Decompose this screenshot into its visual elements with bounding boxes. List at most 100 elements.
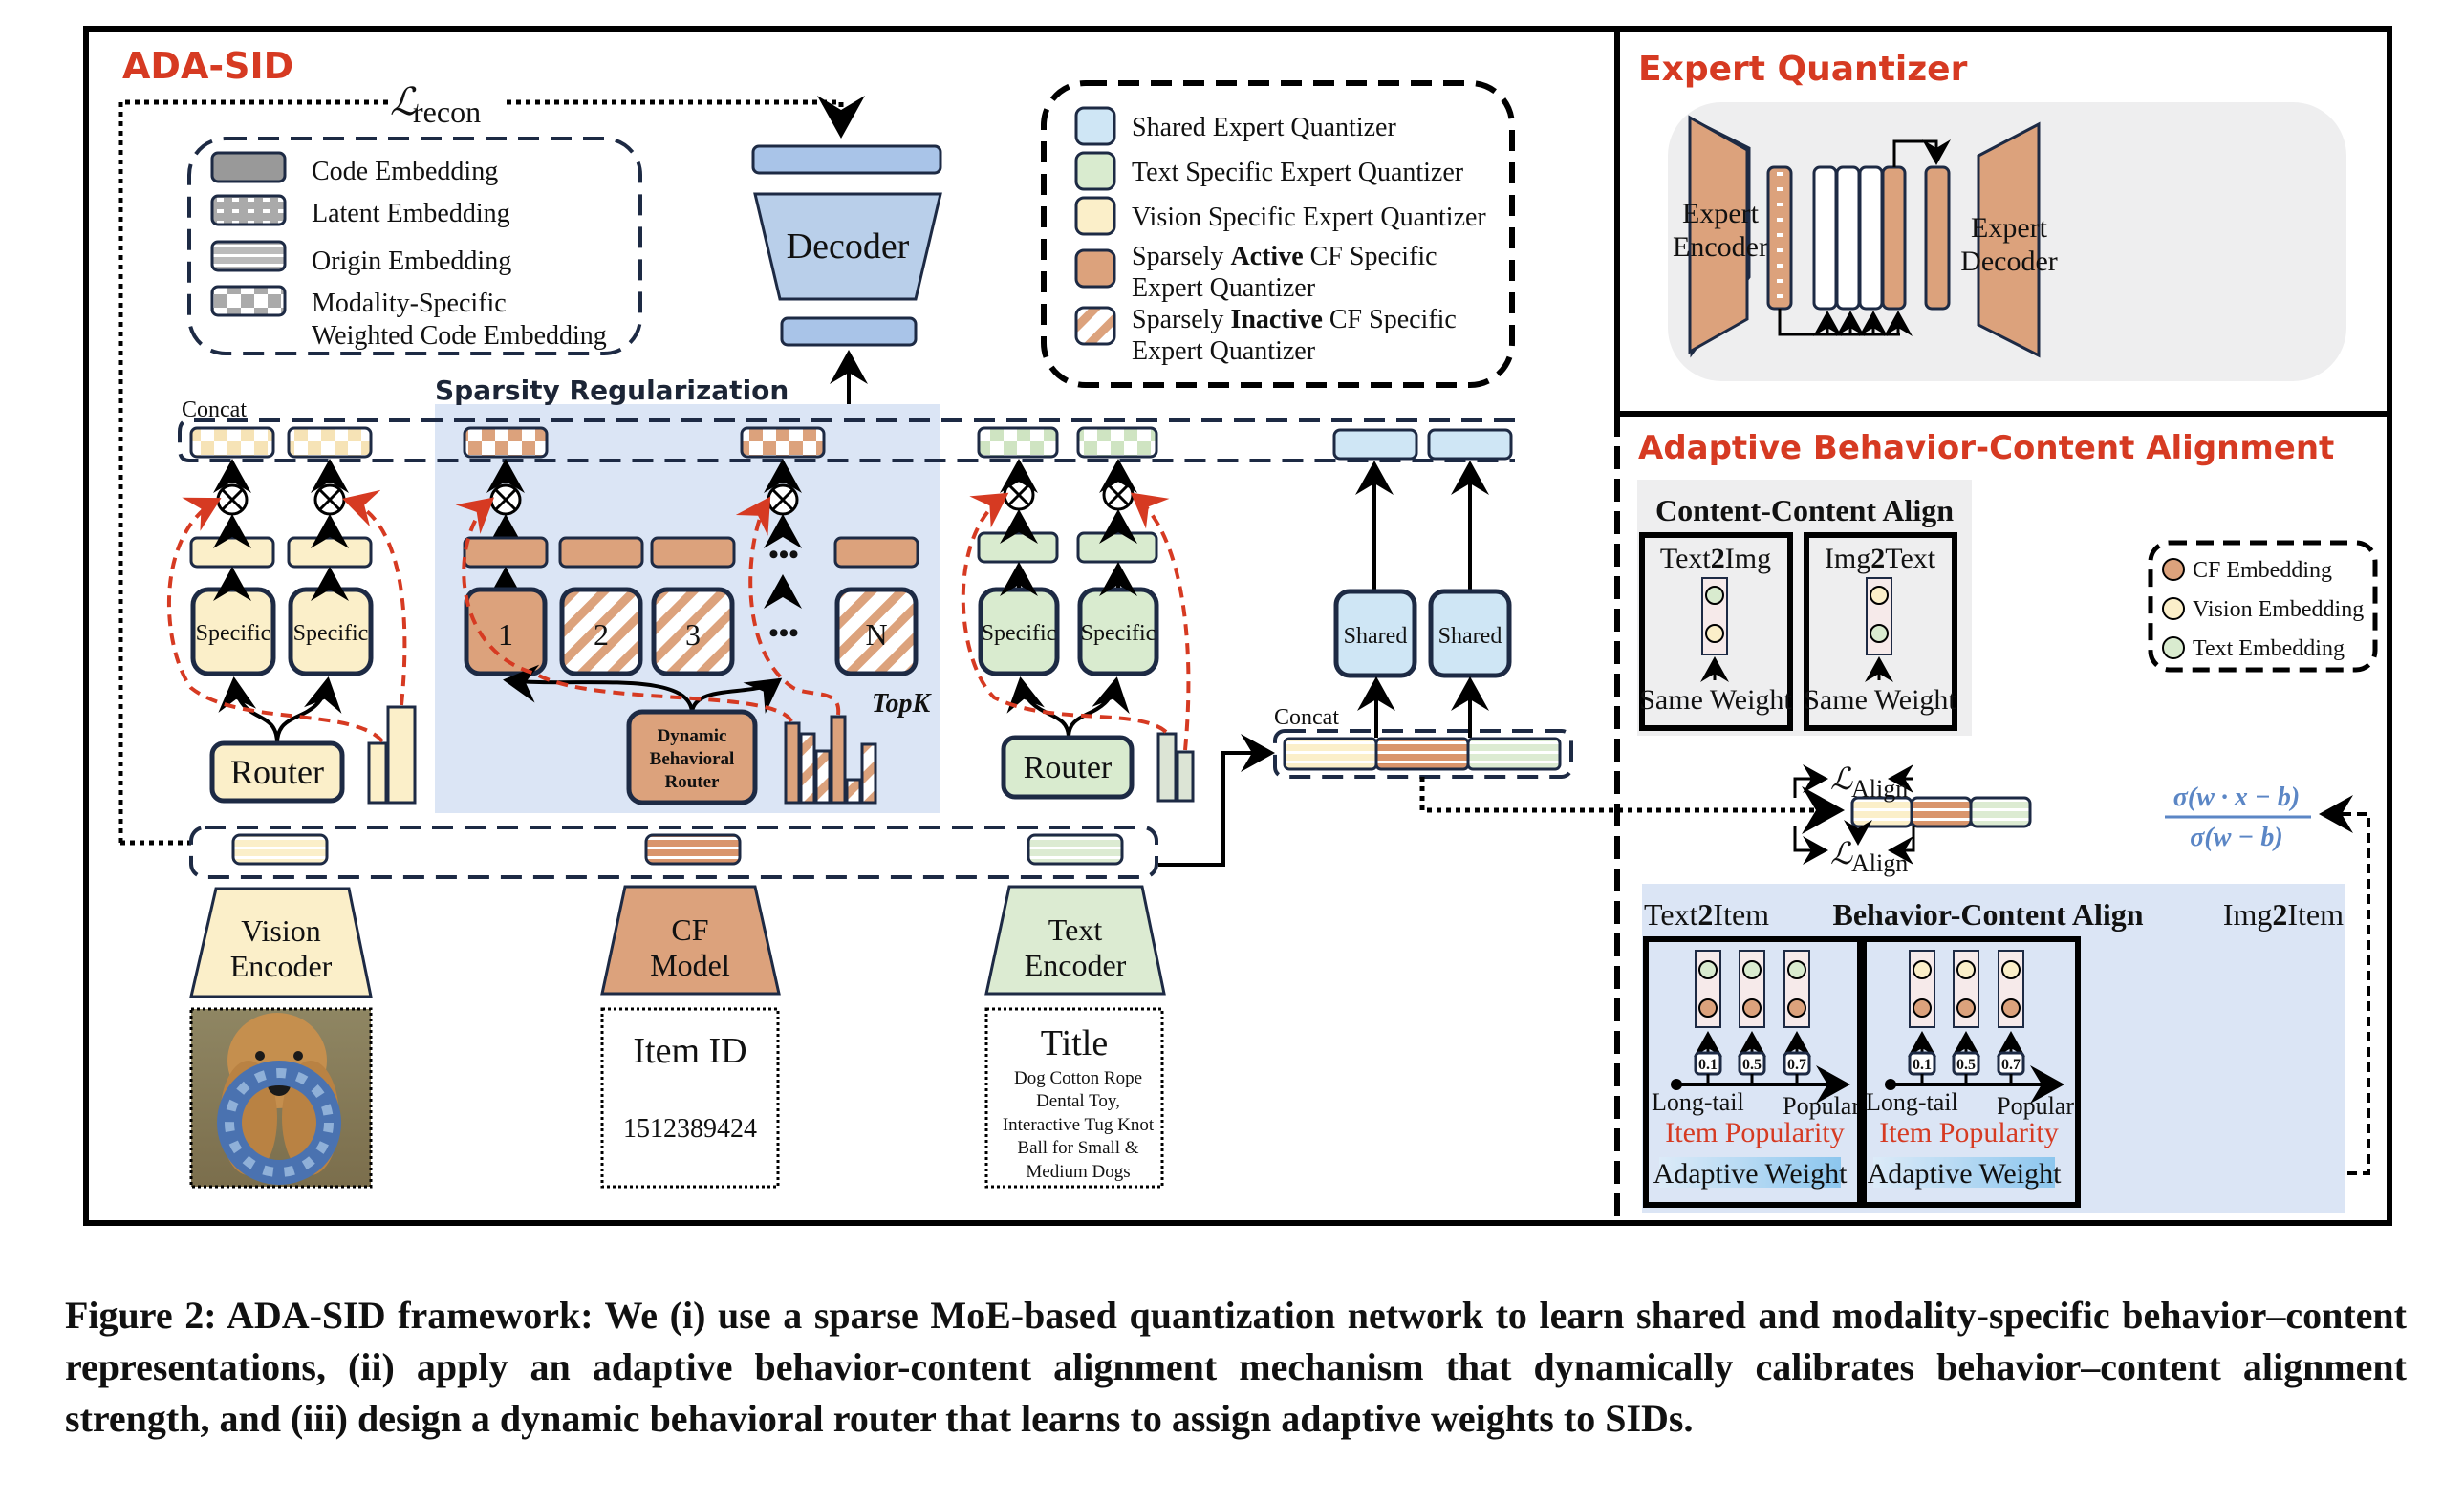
vision-embedding-dot	[1913, 960, 1932, 979]
topk-label: TopK	[872, 689, 933, 719]
quantized-output-column	[1924, 165, 1951, 311]
legend-label: Latent Embedding	[312, 199, 510, 228]
expert-index: 2	[594, 617, 609, 652]
formula-numerator: σ(w · x − b)	[2173, 783, 2300, 812]
expert-label: Specific	[196, 621, 271, 646]
router-weight-path	[1130, 492, 1191, 751]
decoder-input-bar	[780, 316, 918, 347]
topk-bar	[784, 721, 801, 805]
origin-embedding-row	[189, 826, 1158, 879]
alignment-panel: Adaptive Behavior-Content Alignment Cont…	[1637, 429, 2378, 1213]
cf-weighted-code-n	[740, 426, 826, 459]
vision-embedding-dot	[2001, 960, 2021, 979]
cf-embedding-dot	[1698, 998, 1718, 1018]
expert-decoder	[1977, 121, 2041, 358]
cf-embedding-dot	[1787, 998, 1806, 1018]
legend-label: Vision Embedding	[2193, 597, 2364, 622]
legend-label: Vision Specific Expert Quantizer	[1132, 203, 1486, 232]
recon-loss-path	[118, 102, 841, 843]
figure-caption: Figure 2: ADA-SID framework: We (i) use …	[65, 1294, 2407, 1440]
concat-to-align-path	[1419, 777, 1845, 834]
adaptive-weight-label: Adaptive Weight	[1653, 1158, 1848, 1190]
legend-label-inactive: Sparsely Inactive CF Specific	[1132, 305, 1457, 334]
vision-embedding-dot	[1705, 624, 1724, 643]
same-weight-label: Same Weight	[1804, 684, 1956, 716]
decoder: Decoder	[751, 144, 942, 420]
cf-embedding-dot	[1742, 998, 1762, 1018]
embedding-type-legend	[2148, 540, 2378, 673]
text-origin-embedding	[1027, 833, 1124, 866]
vision-embedding-dot	[1870, 586, 1889, 605]
topk-bar	[845, 778, 862, 805]
behavior-content-title: Behavior-Content Align	[1832, 897, 2143, 932]
encoder-label: Encoder	[230, 949, 333, 983]
cf-embedding-dot	[2162, 558, 2185, 581]
legend-swatch-inactive-cf	[1074, 306, 1116, 346]
title-heading: Title	[1041, 1023, 1108, 1063]
decoder-trapezoid	[753, 192, 942, 301]
expert-label: Specific	[1081, 621, 1156, 646]
topk-bar	[830, 715, 847, 805]
dynamic-behavioral-router	[626, 709, 758, 805]
sparsity-label: Sparsity Regularization	[435, 375, 789, 406]
weight-value: 0.7	[2001, 1057, 2021, 1073]
expert-encoder-label: Encoder	[1673, 231, 1768, 263]
legend-swatch-origin	[210, 240, 287, 272]
vision-embedding-dot	[1956, 960, 1976, 979]
router-label: Dynamic	[658, 726, 727, 746]
legend-swatch-vision	[1074, 196, 1116, 236]
concat-cf-origin	[1374, 737, 1470, 771]
text-embedding-dot	[2162, 636, 2185, 659]
legend-label: Text Specific Expert Quantizer	[1132, 158, 1464, 187]
top-concat-row	[178, 418, 1515, 462]
router-to-expert-arrow	[503, 664, 694, 713]
shared-branch: Shared Shared Concat	[1158, 428, 1845, 867]
codebook-column	[1858, 165, 1884, 311]
encoders: Vision Encoder CF Model Text Encoder	[189, 885, 1166, 998]
title-line: Interactive Tug Knot	[1003, 1115, 1155, 1135]
encoder-label: CF	[671, 912, 708, 947]
topk-bar	[814, 749, 832, 805]
shared-expert-1	[1333, 589, 1417, 678]
align-text-segment	[1969, 796, 2032, 828]
expert-index: 3	[685, 617, 701, 652]
adaptive-weight-label: Adaptive Weight	[1868, 1158, 2062, 1190]
text-branch: Specific Specific Router	[961, 426, 1195, 803]
weight-value: 0.1	[1698, 1057, 1718, 1073]
adaptive-weight-bar	[1659, 1157, 1841, 1188]
router-weight-bar	[1156, 732, 1178, 803]
item-popularity-label: Item Popularity	[1665, 1117, 1844, 1148]
expert-quantizer-frame	[1614, 26, 2392, 417]
axis-left-label: Long-tail	[1866, 1088, 1958, 1116]
cf-origin-embedding	[644, 833, 742, 866]
router-weight-bar	[367, 741, 388, 805]
text-embedding-dot	[1705, 586, 1724, 605]
legend-swatch-modality	[210, 285, 287, 317]
expert-index: 1	[498, 617, 513, 652]
decoder-output-bar	[751, 144, 942, 175]
encoder-label: Encoder	[1025, 948, 1127, 982]
expert-quantizer-panel: Expert Quantizer Expert Encoder Expert D…	[1638, 50, 2346, 381]
topk-bar	[799, 732, 816, 805]
ellipsis: •••	[768, 617, 799, 649]
title-line: Dental Toy,	[1036, 1091, 1120, 1111]
adaptive-weight-bar	[1873, 1157, 2055, 1188]
expert-encoder	[1688, 115, 1749, 354]
cf-expert-inactive-3	[651, 587, 735, 676]
item-popularity-label: Item Popularity	[1879, 1117, 2058, 1148]
router-weight-path	[166, 497, 384, 743]
legend-label: CF Embedding	[2193, 558, 2332, 583]
img2text-box	[1804, 532, 1957, 731]
text2img-title: Text2Img	[1660, 543, 1771, 574]
encoder-label: Text	[1048, 912, 1103, 947]
axis-right-label: Popular	[1783, 1092, 1860, 1120]
quantizer-legend: Shared Expert Quantizer Text Specific Ex…	[1041, 80, 1515, 388]
vision-router	[209, 740, 345, 804]
router-weight-path	[735, 496, 841, 716]
panel-title-ada-sid: ADA-SID	[122, 45, 293, 87]
expert-label: Shared	[1438, 624, 1502, 649]
cf-embedding-dot	[2001, 998, 2021, 1018]
text2item-title: Text2Item	[1644, 897, 1769, 932]
concat-label-mid: Concat	[1274, 705, 1339, 730]
cf-code-3	[650, 536, 736, 569]
